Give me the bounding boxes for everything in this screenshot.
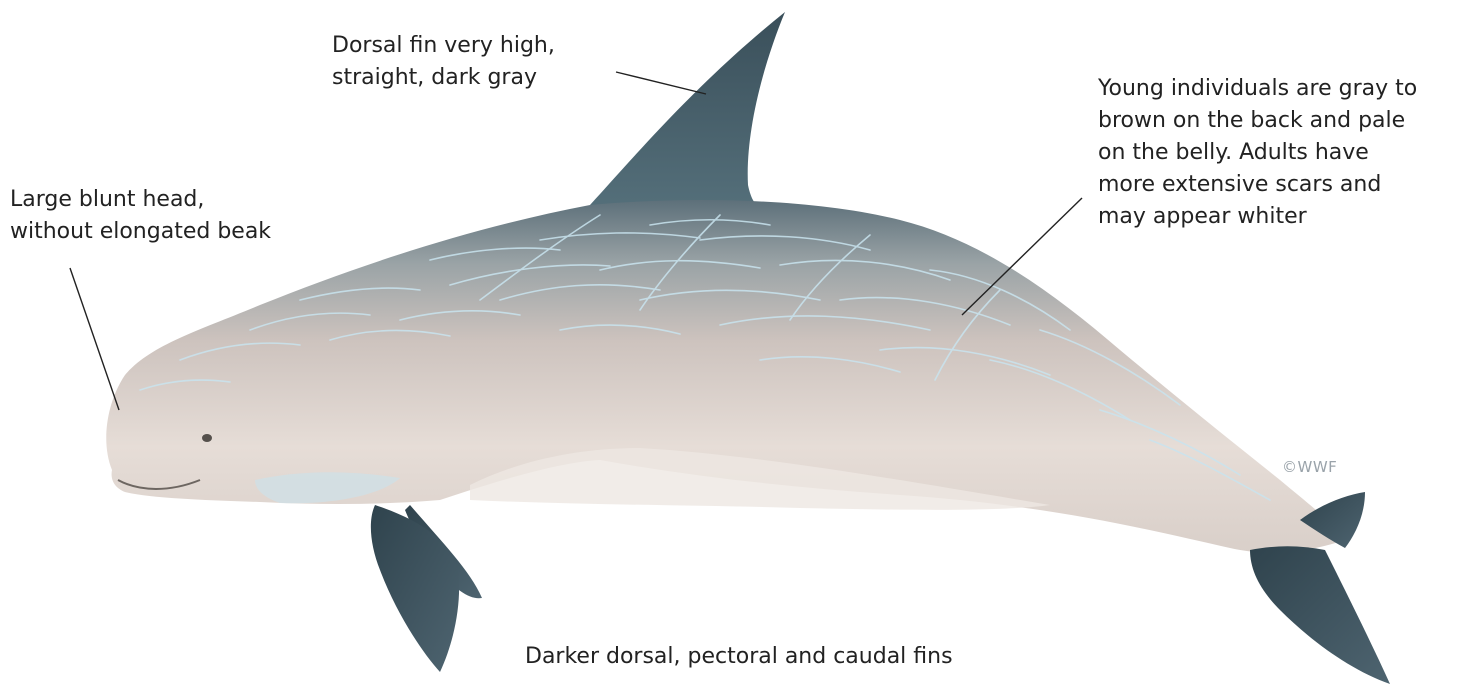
annotation-line: Dorsal fin very high,: [332, 30, 555, 62]
annotation-young-individuals: Young individuals are gray to brown on t…: [1098, 73, 1417, 233]
leader-line-head: [70, 268, 119, 410]
annotation-line: Darker dorsal, pectoral and caudal fins: [525, 641, 953, 673]
annotation-line: Large blunt head,: [10, 184, 271, 216]
annotation-line: may appear whiter: [1098, 201, 1417, 233]
annotation-line: on the belly. Adults have: [1098, 137, 1417, 169]
tail-fluke-lower: [1250, 546, 1390, 684]
leader-line-dorsal: [616, 72, 706, 94]
pectoral-fin-near: [371, 505, 459, 672]
annotation-line: more extensive scars and: [1098, 169, 1417, 201]
copyright-credit: ©WWF: [1282, 458, 1337, 476]
annotation-fins: Darker dorsal, pectoral and caudal fins: [525, 641, 953, 673]
annotation-head: Large blunt head, without elongated beak: [10, 184, 271, 248]
annotation-dorsal-fin: Dorsal fin very high, straight, dark gra…: [332, 30, 555, 94]
annotation-line: straight, dark gray: [332, 62, 555, 94]
annotation-line: brown on the back and pale: [1098, 105, 1417, 137]
eye: [202, 434, 212, 442]
dorsal-fin: [590, 12, 785, 215]
annotation-line: Young individuals are gray to: [1098, 73, 1417, 105]
annotation-line: without elongated beak: [10, 216, 271, 248]
